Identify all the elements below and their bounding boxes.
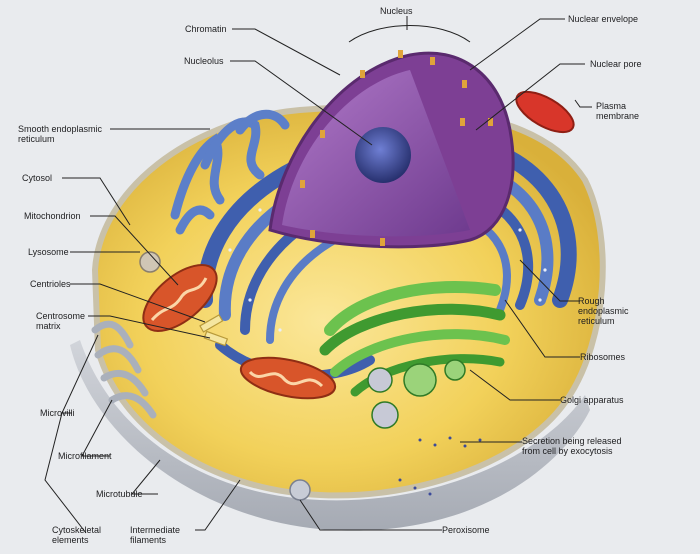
label-golgi: Golgi apparatus xyxy=(560,395,624,405)
lysosome xyxy=(139,251,161,273)
leader-lines xyxy=(44,16,592,534)
label-nucleolus: Nucleolus xyxy=(184,56,224,66)
golgi-apparatus xyxy=(319,280,510,397)
label-secretion: Secretion being released from cell by ex… xyxy=(522,436,622,456)
secretion-dots xyxy=(398,436,482,496)
nuclear-pores xyxy=(300,50,493,246)
label-microvilli: Microvilli xyxy=(40,408,75,418)
label-chromatin: Chromatin xyxy=(185,24,227,34)
smooth-er xyxy=(170,109,290,235)
label-nuclear-envelope: Nuclear envelope xyxy=(568,14,639,24)
label-peroxisome: Peroxisome xyxy=(442,525,490,535)
label-cytoskeletal: Cytoskeletal elements xyxy=(52,525,102,545)
label-cytosol: Cytosol xyxy=(22,173,53,183)
label-intermediate: Intermediate filaments xyxy=(130,525,181,545)
label-nuclear-pore: Nuclear pore xyxy=(590,59,642,69)
label-microtubule: Microtubule xyxy=(96,489,143,499)
label-ribosomes: Ribosomes xyxy=(580,352,626,362)
label-mitochondrion: Mitochondrion xyxy=(24,211,81,221)
label-smooth-er: Smooth endoplasmic reticulum xyxy=(18,124,103,144)
label-microfilament: Microfilament xyxy=(58,451,112,461)
label-plasma-membrane: Plasma membrane xyxy=(596,101,640,121)
centrioles xyxy=(199,314,229,347)
label-centrioles: Centrioles xyxy=(30,279,71,289)
nucleolus xyxy=(355,127,411,183)
label-nucleus: Nucleus xyxy=(380,6,413,16)
mitochondrion-upper xyxy=(142,264,218,332)
label-centrosome-matrix: Centrosome matrix xyxy=(36,311,86,331)
mitochondrion-lower xyxy=(239,356,337,400)
cell-base xyxy=(70,340,590,531)
label-lysosome: Lysosome xyxy=(28,247,69,257)
golgi-vesicles xyxy=(367,359,466,429)
label-rough-er: Rough endoplasmic reticulum xyxy=(578,296,629,326)
peroxisome xyxy=(289,479,311,501)
plasma-membrane-vesicle xyxy=(515,90,575,134)
microvilli xyxy=(91,320,157,419)
